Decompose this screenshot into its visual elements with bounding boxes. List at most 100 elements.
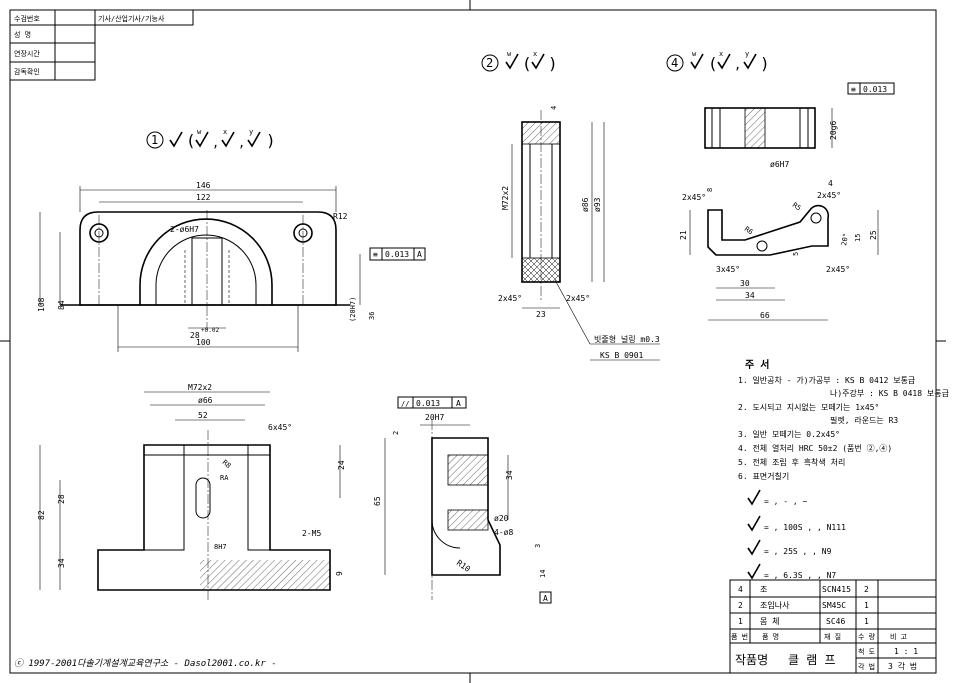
sec-dim-phi66: ø66 <box>198 396 213 405</box>
sec-dim-28: 28 <box>57 494 66 504</box>
side-dim-phi8: 4-ø8 <box>494 528 513 537</box>
part-4-side-view: 2x45° 2x45° 4 R5 R6 8 21 15 25 20° 5 3x4… <box>679 179 879 321</box>
notes-line-2: 나)주강부 : KS B 0418 보통급 <box>830 388 949 398</box>
sec-dim-9: 9 <box>335 571 344 576</box>
p2-ks-note: KS B 0901 <box>600 351 644 360</box>
section-view: M72x2 ø66 52 6x45° R8 RA 8H7 2-M5 24 28 … <box>37 383 346 600</box>
notes-line-6: 4. 전체 열처리 HRC 50±2 (품번 ②,④) <box>738 443 892 453</box>
view-label-4: 4 w ( x , y ) <box>666 50 770 73</box>
parts-name-1: 조 <box>760 585 767 594</box>
p4-dim-25: 25 <box>869 230 878 240</box>
p2-dim-phi93: ø93 <box>593 197 602 212</box>
p4-dim-chamfer-4: 2x45° <box>826 265 850 274</box>
notes-line-1: 1. 일반공차 - 가)가공부 : KS B 0412 보통급 <box>738 376 915 385</box>
p4-dim-angle: 20° <box>840 232 850 246</box>
parts-qty-2: 1 <box>864 601 869 610</box>
sec-dim-chamfer: 6x45° <box>268 423 292 432</box>
notes-title: 주 서 <box>745 358 769 371</box>
p2-dim-chamfer-right: 2x45° <box>566 294 590 303</box>
dim-2phi6h7: 2-ø6H7 <box>170 225 199 234</box>
svg-text:,: , <box>212 136 219 150</box>
sec-dim-m72: M72x2 <box>188 383 212 392</box>
side-dim-r10: R10 <box>455 558 472 574</box>
side-gdt-tol: 0.013 <box>416 399 440 408</box>
header-label-2: 성 명 <box>14 30 31 39</box>
parts-no-2: 2 <box>738 601 743 610</box>
rough-line-4: = , 6.3S , , N7 <box>764 571 836 580</box>
side-dim-14: 14 <box>539 570 547 578</box>
header-table: 수검번호 기사/산업기사/기능사 성 명 연장시간 감독확인 <box>9 9 194 81</box>
front-view: 146 122 2-ø6H7 R12 108 84 ≡ 0.013 A (20H… <box>37 181 426 352</box>
scale-value: 1 : 1 <box>894 647 918 656</box>
parts-header-qty: 수 량 <box>858 633 876 641</box>
product-name: 클 램 프 <box>788 653 836 667</box>
p4-dim-30: 30 <box>740 279 750 288</box>
p2-dim-23: 23 <box>536 310 546 319</box>
rough-line-3: = , 25S , , N9 <box>764 547 832 556</box>
parts-name-3: 몸 체 <box>760 616 780 626</box>
svg-text:): ) <box>760 54 770 73</box>
dim-36: 36 <box>368 312 376 320</box>
parts-no-3: 1 <box>738 617 743 626</box>
parts-table: 4 조 SCN415 2 2 조임나사 SM45C 1 1 몸 체 SC46 1… <box>729 579 937 674</box>
p4-dim-20g6: 20g6 <box>829 121 838 140</box>
p4-gdt-tol: 0.013 <box>863 85 887 94</box>
side-dim-34: 34 <box>505 470 514 480</box>
header-label-3: 연장시간 <box>14 49 40 58</box>
svg-text:≡: ≡ <box>851 85 856 94</box>
dim-r12: R12 <box>333 212 348 221</box>
side-dim-20h7: 20H7 <box>425 413 444 422</box>
notes-block: 주 서 1. 일반공차 - 가)가공부 : KS B 0412 보통급 나)주강… <box>738 358 949 580</box>
dim-146: 146 <box>196 181 211 190</box>
p4-dim-8: 8 <box>706 188 714 192</box>
side-dim-2: 2 <box>392 431 400 435</box>
view-label-2: 2 w ( x ) <box>481 50 558 73</box>
p4-dim-r6: R6 <box>743 225 755 236</box>
p2-knurl-note: 빗줄형 널링 m0.3 <box>594 334 660 344</box>
svg-text://: // <box>401 400 409 408</box>
p4-dim-66: 66 <box>760 311 770 320</box>
sec-dim-8h7: 8H7 <box>214 543 227 551</box>
parts-qty-3: 1 <box>864 617 869 626</box>
dim-84: 84 <box>57 300 66 310</box>
side-dim-3: 3 <box>534 544 542 548</box>
p4-dim-5: 5 <box>792 252 800 256</box>
product-label: 작품명 <box>735 653 768 667</box>
copyright-text: ⓒ 1997-2001다솔기계설계교육연구소 - Dasol2001.co.kr… <box>14 658 277 669</box>
p4-dim-chamfer-1: 2x45° <box>682 193 706 202</box>
notes-line-5: 3. 일반 모떼기는 0.2x45° <box>738 429 840 439</box>
dim-122: 122 <box>196 193 211 202</box>
projection-label: 각 법 <box>858 662 875 671</box>
p4-dim-15: 15 <box>854 234 862 242</box>
svg-text:): ) <box>548 54 558 73</box>
p2-dim-chamfer-left: 2x45° <box>498 294 522 303</box>
svg-text:,: , <box>238 136 245 150</box>
sec-dim-r8: R8 <box>221 458 233 470</box>
p4-dim-chamfer-2: 2x45° <box>817 191 841 200</box>
parts-header-no: 품 번 <box>731 632 748 641</box>
side-view: // 0.013 A 20H7 2 65 34 ø20 4-ø8 R10 14 … <box>373 396 552 604</box>
side-dim-phi20: ø20 <box>494 514 509 523</box>
svg-text:x: x <box>719 50 723 58</box>
dim-100: 100 <box>196 338 211 347</box>
notes-line-3: 2. 도시되고 지시없는 모떼기는 1x45° <box>738 402 879 412</box>
p4-dim-chamfer-3: 3x45° <box>716 265 740 274</box>
parts-mat-3: SC46 <box>826 617 845 626</box>
dim-108: 108 <box>37 297 46 312</box>
p2-dim-m72: M72x2 <box>501 186 510 210</box>
sec-dim-52: 52 <box>198 411 208 420</box>
header-label-1: 수검번호 <box>14 14 40 23</box>
svg-text:w: w <box>507 50 512 58</box>
side-dim-65: 65 <box>373 496 382 506</box>
svg-text:w: w <box>197 128 202 136</box>
p4-dim-21: 21 <box>679 230 688 240</box>
svg-text:y: y <box>745 50 749 58</box>
svg-text:(: ( <box>186 131 196 150</box>
parts-mat-2: SM45C <box>822 601 846 610</box>
projection-value: 3 각 법 <box>888 661 917 671</box>
p2-dim-phi86: ø86 <box>581 197 590 212</box>
p4-dim-34: 34 <box>745 291 755 300</box>
svg-text:y: y <box>249 128 253 136</box>
p4-dim-phi6h7: ø6H7 <box>770 160 789 169</box>
svg-text:1: 1 <box>151 133 158 147</box>
